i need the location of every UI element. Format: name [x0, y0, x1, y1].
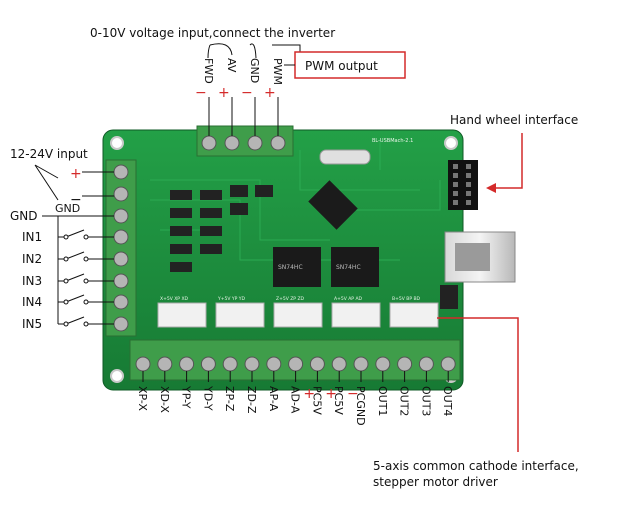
pwm-output-box [294, 51, 406, 79]
driver-chips: SN74HC SN74HC [273, 247, 379, 287]
bottom-terminal-label: PC5V [310, 386, 323, 415]
top-terminal-label: PWM [271, 58, 284, 85]
bottom-polarity-mark: + [303, 386, 315, 402]
power-input-label: 12-24V input [10, 147, 88, 161]
bottom-polarity-mark: + [325, 386, 337, 402]
bottom-terminal-label: XP-X [136, 386, 149, 411]
top-polarity-mark: + [264, 85, 276, 101]
top-polarity-mark: + [218, 85, 230, 101]
svg-text:SN74HC: SN74HC [336, 264, 361, 271]
left-input-label: IN4 [22, 295, 42, 309]
hand-wheel-callout [490, 133, 523, 189]
bottom-terminal-label: OUT4 [441, 386, 454, 416]
svg-text:SN74HC: SN74HC [278, 264, 303, 271]
top-polarity-mark: − [241, 85, 253, 101]
axis-silk-label: Z+5V ZP ZD [276, 296, 305, 302]
bottom-terminal-label: PC5V [332, 386, 345, 415]
bottom-terminal-label: ZP-Z [223, 386, 236, 412]
power-gnd-label: GND [55, 202, 80, 215]
bottom-terminal-labels: XP-X XD-X YP-Y YD-Y ZP-Z ZD-Z AP-A AD-A PC5V PC5V… [136, 371, 454, 426]
bottom-terminal-block [129, 339, 461, 381]
left-input-label: IN2 [22, 252, 42, 266]
left-gnd-label: GND [10, 209, 38, 223]
board-model-silk: BL-USBMach-2.1 [372, 138, 413, 144]
bottom-terminal-label: XD-X [158, 386, 171, 413]
bottom-polarity-marks: ++− [303, 386, 358, 402]
mcu-chip [308, 180, 358, 230]
motor-callout [437, 317, 519, 452]
left-input-label: IN5 [22, 317, 42, 331]
hand-wheel-header [448, 160, 478, 210]
left-input-label: IN3 [22, 274, 42, 288]
motor-label-line1: 5-axis common cathode interface, [373, 459, 579, 473]
axis-silk-labels: X+5V XP XD Y+5V YP YD Z+5V ZP ZD A+5V AP AD… [160, 296, 421, 302]
bottom-terminal-label: YD-Y [201, 385, 214, 411]
pcb-board: BL-USBMach-2.1 SN74HC SN74HC [102, 125, 516, 391]
top-terminal-label: AV [225, 58, 238, 73]
crystal [319, 149, 371, 165]
top-terminal-labels: FWD AV GND PWM [202, 58, 284, 85]
top-terminal-block [196, 125, 294, 157]
power-plus-mark: + [70, 166, 82, 182]
hand-wheel-label: Hand wheel interface [450, 113, 578, 127]
axis-headers [157, 302, 439, 328]
power-minus-mark: − [70, 192, 82, 208]
left-input-label: IN1 [22, 230, 42, 244]
bottom-terminal-label: OUT3 [419, 386, 432, 416]
usb-connector [444, 231, 516, 283]
left-terminal-block [105, 159, 137, 337]
axis-silk-label: Y+5V YP YD [217, 296, 246, 302]
top-polarity-marks: −+−+ [195, 85, 276, 101]
bottom-terminal-label: OUT2 [398, 386, 411, 416]
bottom-terminal-label: AD-A [289, 386, 302, 414]
bottom-terminal-label: ZD-Z [245, 386, 258, 414]
top-polarity-mark: − [195, 85, 207, 101]
axis-silk-label: A+5V AP AD [334, 296, 363, 302]
bottom-terminal-label: YP-Y [180, 385, 193, 409]
top-leader-lines [208, 97, 279, 136]
bottom-polarity-mark: − [347, 386, 359, 402]
bottom-terminal-label: OUT1 [376, 386, 389, 416]
pwm-output-label: PWM output [305, 59, 378, 73]
bottom-terminal-label: AP-A [267, 386, 280, 412]
bottom-terminal-label: PCGND [354, 386, 367, 426]
top-terminal-label: FWD [202, 58, 215, 84]
motor-label-line2: stepper motor driver [373, 475, 498, 489]
top-terminal-label: GND [248, 58, 261, 83]
regulator [440, 285, 458, 309]
top-caption: 0-10V voltage input,connect the inverter [90, 26, 335, 40]
axis-silk-label: B+5V BP BD [392, 296, 421, 302]
axis-silk-label: X+5V XP XD [160, 296, 189, 302]
optocouplers [170, 185, 273, 272]
